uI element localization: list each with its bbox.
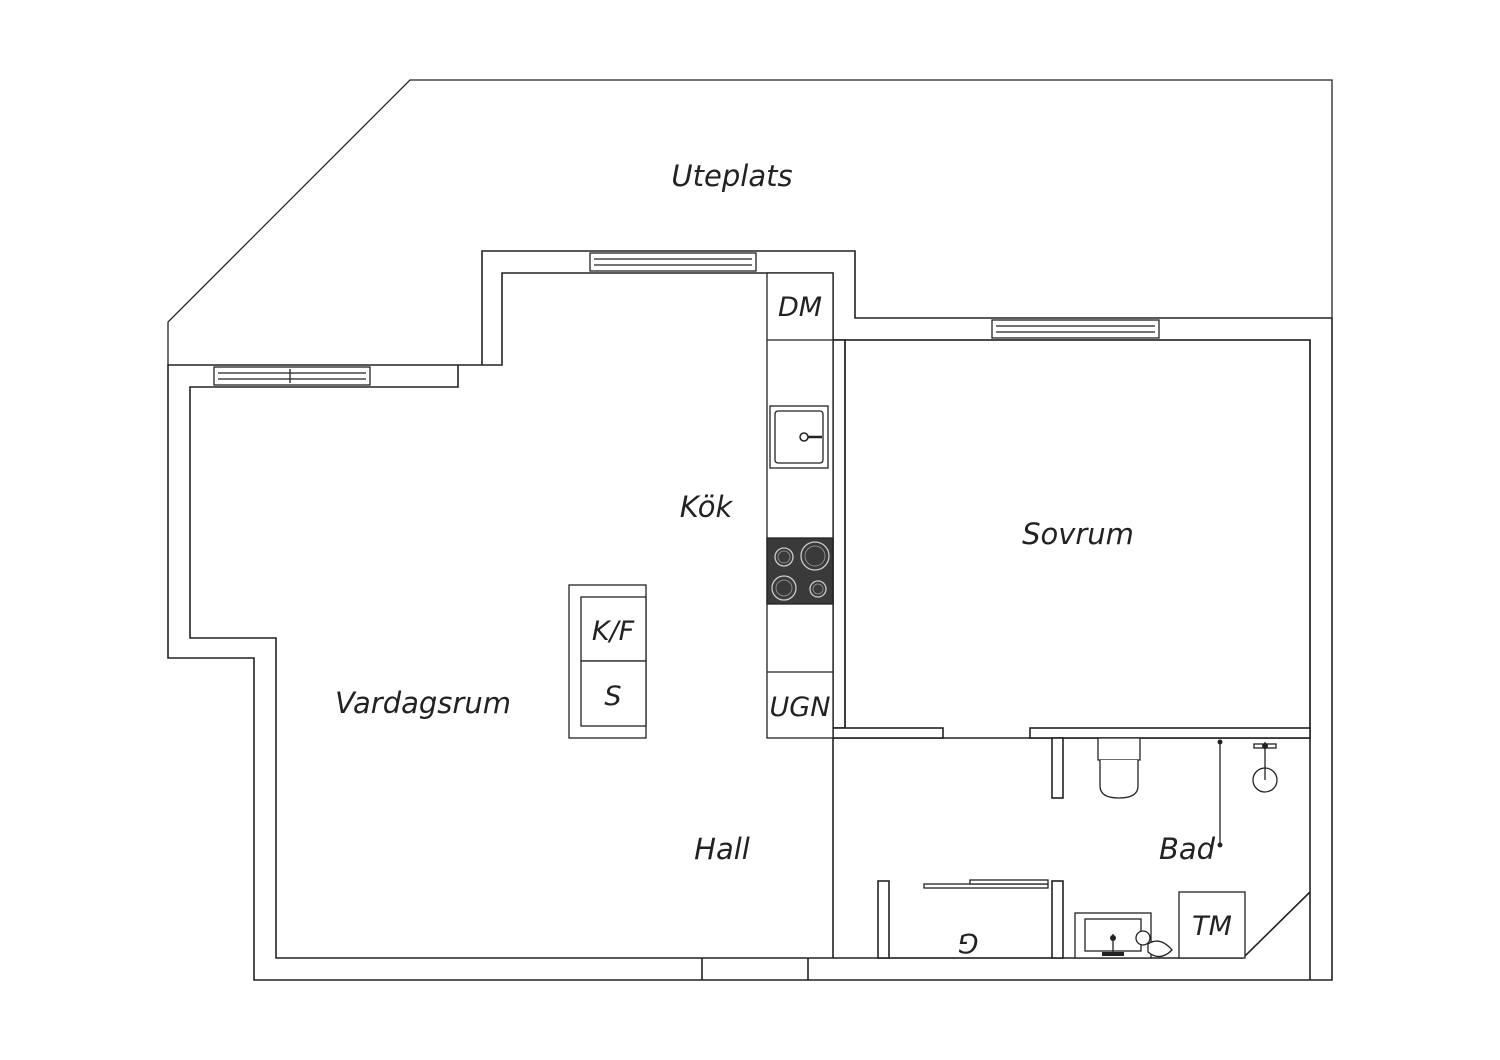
exterior-walls xyxy=(167,250,1333,981)
fridge-freezer-unit xyxy=(568,584,647,739)
room-label-sovrum: Sovrum xyxy=(1022,517,1134,551)
shower-icon xyxy=(1217,739,1278,848)
label-storage: S xyxy=(604,681,621,712)
bedroom-outline xyxy=(844,339,1311,728)
bedroom-wall-right xyxy=(1029,727,1311,739)
room-label-hall: Hall xyxy=(694,832,750,866)
label-fridge-freezer: K/F xyxy=(592,616,635,647)
label-washing-machine: TM xyxy=(1192,911,1232,942)
room-label-bad: Bad xyxy=(1159,832,1216,866)
toilet-icon xyxy=(1097,737,1141,799)
room-label-kok: Kök xyxy=(680,490,734,524)
room-label-uteplats: Uteplats xyxy=(671,159,792,193)
window-kitchen xyxy=(589,252,757,272)
kitchen-counter xyxy=(766,272,834,739)
window-living xyxy=(213,366,371,386)
sink-icon xyxy=(769,405,829,469)
label-dishwasher: DM xyxy=(778,292,822,323)
bedroom-wall-left xyxy=(832,727,944,739)
room-label-vardagsrum: Vardagsrum xyxy=(335,686,511,720)
washbasin-icon xyxy=(1074,912,1173,959)
washing-machine xyxy=(1178,891,1246,959)
label-wardrobe: G xyxy=(958,927,979,958)
label-oven: UGN xyxy=(770,692,831,723)
wardrobe xyxy=(877,879,1064,959)
stove-icon xyxy=(766,537,834,605)
window-bedroom xyxy=(991,319,1160,339)
kitchen-bedroom-wall xyxy=(832,339,846,729)
bath-wall-stub xyxy=(1051,737,1064,799)
terrace-outline xyxy=(167,79,1333,365)
